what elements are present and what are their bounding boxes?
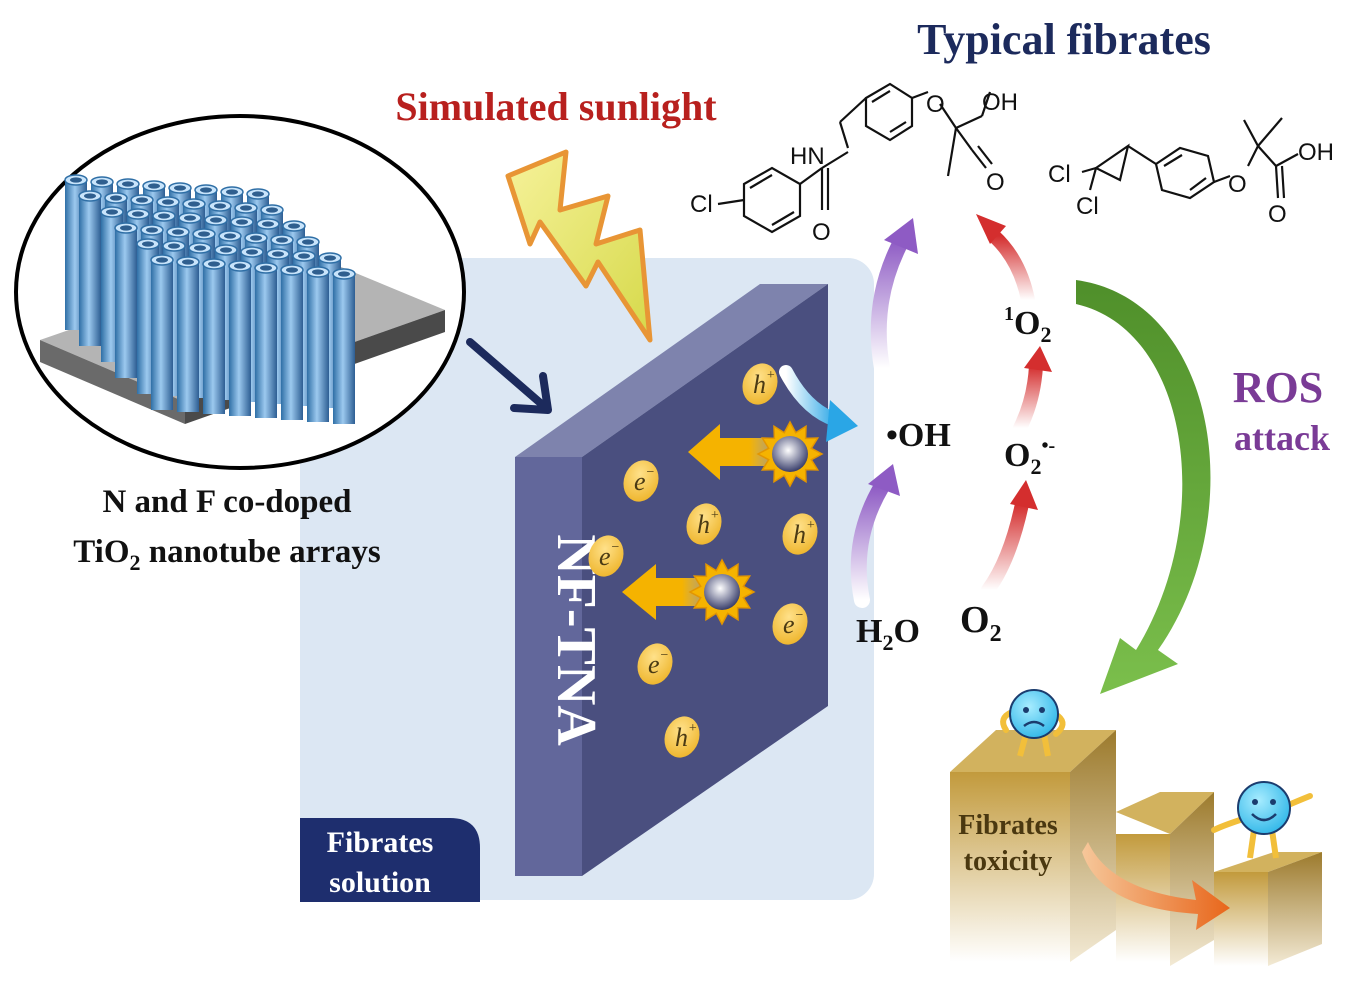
mol2-cl-b: Cl bbox=[1076, 193, 1099, 220]
mol1-hn: HN bbox=[790, 143, 825, 170]
nanotube bbox=[176, 256, 200, 412]
mol1-cl: Cl bbox=[690, 191, 713, 218]
oh-to-fibrates-arrowhead bbox=[884, 218, 918, 254]
nanotube bbox=[332, 268, 356, 424]
sunlight-label: Simulated sunlight bbox=[395, 84, 717, 129]
superoxide-label: O2•- bbox=[1004, 435, 1055, 479]
svg-text:e−: e− bbox=[648, 648, 669, 679]
lightning-bolt-icon bbox=[505, 149, 653, 343]
electron-icon: e− bbox=[588, 535, 624, 577]
sad-face-icon bbox=[1000, 689, 1066, 757]
fibrates-title: Typical fibrates bbox=[917, 15, 1211, 64]
material-caption-line2: TiO2 nanotube arrays bbox=[73, 534, 381, 575]
mol2-o-ether: O bbox=[1228, 171, 1247, 198]
o2-to-superoxide-arrowhead bbox=[1010, 480, 1038, 510]
svg-text:e−: e− bbox=[634, 465, 655, 496]
svg-text:e−: e− bbox=[599, 540, 620, 571]
toxicity-label-line2: toxicity bbox=[964, 846, 1053, 877]
water-to-oh-arrow bbox=[850, 478, 890, 608]
mol1-oh: OH bbox=[982, 89, 1018, 116]
water-to-oh-arrowhead bbox=[868, 464, 900, 496]
solution-label-line2: solution bbox=[329, 866, 431, 899]
hole-to-oh-arrowhead bbox=[826, 400, 858, 442]
oh-to-fibrates-arrow bbox=[870, 232, 910, 376]
electron-icon: e− bbox=[637, 643, 673, 685]
mol1-o-acid: O bbox=[986, 169, 1005, 196]
toxicity-label-line1: Fibrates bbox=[958, 810, 1058, 841]
nanotube bbox=[306, 266, 330, 422]
svg-text:h+: h+ bbox=[697, 508, 719, 539]
nanotube bbox=[280, 264, 304, 420]
svg-text:h+: h+ bbox=[675, 721, 697, 752]
solution-label-box: Fibrates solution bbox=[300, 818, 480, 902]
electron-icon: e− bbox=[623, 460, 659, 502]
fibrate-molecule-2 bbox=[1081, 117, 1299, 200]
svg-text:h+: h+ bbox=[753, 368, 775, 399]
hole-icon: h+ bbox=[742, 363, 778, 405]
o2-to-superoxide-arrow bbox=[981, 497, 1029, 597]
hole-icon: h+ bbox=[782, 513, 818, 555]
nanotube bbox=[78, 190, 102, 346]
hydroxyl-radical-label: •OH bbox=[886, 417, 951, 454]
superoxide-to-singlet-arrow bbox=[1013, 359, 1043, 435]
singlet-oxygen-label: 1O2 bbox=[1004, 303, 1051, 347]
mol2-cl-a: Cl bbox=[1048, 161, 1071, 188]
svg-text:h+: h+ bbox=[793, 518, 815, 549]
sun-icon bbox=[688, 558, 756, 626]
solution-label-line1: Fibrates bbox=[327, 826, 434, 859]
oxygen-label: O2 bbox=[960, 599, 1002, 647]
material-to-plate-arrow bbox=[466, 338, 552, 414]
nanotube bbox=[202, 258, 226, 414]
toxicity-steps bbox=[950, 730, 1322, 966]
hole-icon: h+ bbox=[686, 503, 722, 545]
svg-text:e−: e− bbox=[783, 608, 804, 639]
happy-face-icon bbox=[1211, 781, 1313, 859]
mol1-o-carbonyl: O bbox=[812, 219, 831, 246]
mol2-o-acid: O bbox=[1268, 201, 1287, 228]
nanotube bbox=[150, 254, 174, 410]
superoxide-to-singlet-arrowhead bbox=[1024, 346, 1052, 372]
nanotube-array-illustration bbox=[14, 114, 466, 470]
mol2-oh: OH bbox=[1298, 139, 1334, 166]
electron-icon: e− bbox=[772, 603, 808, 645]
water-label: H2O bbox=[856, 613, 920, 655]
nanotube bbox=[114, 222, 138, 378]
hole-icon: h+ bbox=[664, 716, 700, 758]
sun-icon bbox=[756, 420, 824, 488]
ros-label-line1: ROS bbox=[1233, 363, 1323, 412]
nanotube bbox=[254, 262, 278, 418]
fibrate-molecule-1 bbox=[717, 82, 993, 234]
singlet-to-fibrates-arrowhead bbox=[976, 214, 1006, 244]
ros-label-line2: attack bbox=[1234, 418, 1330, 458]
ros-attack-arrow bbox=[1076, 280, 1211, 694]
nanotube bbox=[228, 260, 252, 416]
toxicity-decrease-arrow bbox=[1082, 842, 1230, 930]
singlet-to-fibrates-arrow bbox=[987, 229, 1035, 307]
material-caption-line1: N and F co-doped bbox=[102, 484, 351, 520]
mol1-o-ether: O bbox=[926, 91, 945, 118]
